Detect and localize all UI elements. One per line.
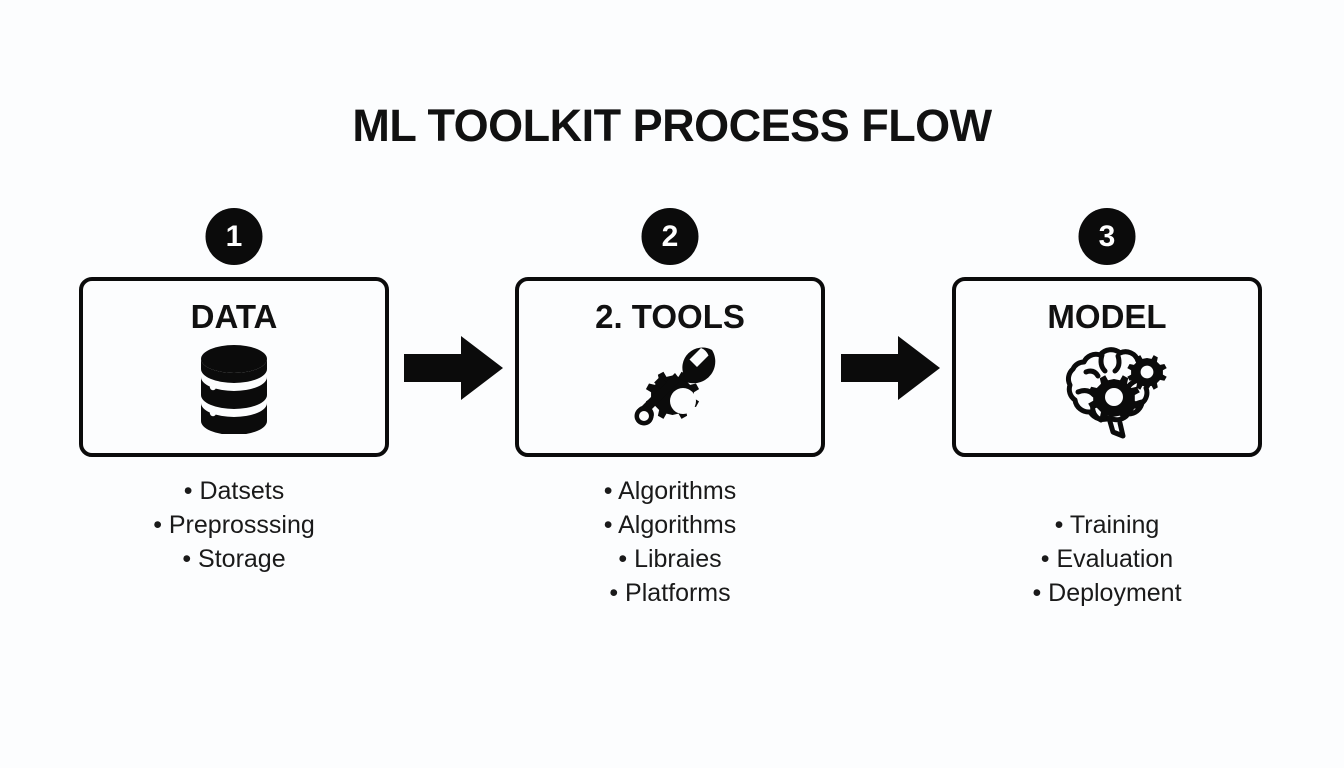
bullet-item: • Deployment xyxy=(1032,579,1182,607)
bullet-list-data: • Datsets • Preprosssing • Storage xyxy=(79,474,389,576)
step-badge-3-number: 3 xyxy=(1098,219,1116,253)
stage-title-model: MODEL xyxy=(1047,298,1167,335)
stage-title-tools: 2. TOOLS xyxy=(595,298,745,335)
stage-title-data: DATA xyxy=(190,298,278,335)
step-badge-1: 1 xyxy=(205,208,263,265)
bullet-list-model: • Training • Evaluation • Deployment xyxy=(952,508,1262,610)
step-badge-2-number: 2 xyxy=(661,219,679,253)
stage-box-tools[interactable]: 2. TOOLS xyxy=(515,277,825,457)
database-icon xyxy=(197,342,271,439)
step-badge-2: 2 xyxy=(641,208,699,265)
page-title: ML TOOLKIT PROCESS FLOW xyxy=(352,100,992,151)
bullet-item: • Preprosssing xyxy=(153,511,315,539)
bullet-item: • Algorithms xyxy=(603,477,737,505)
stage-box-data[interactable]: DATA xyxy=(79,277,389,457)
bullet-item: • Storage xyxy=(182,545,286,573)
bullet-item: • Platforms xyxy=(609,579,731,607)
bullet-item: • Evaluation xyxy=(1040,545,1174,573)
bullet-item: • Datsets xyxy=(183,477,285,505)
bullet-item: • Libraies xyxy=(618,545,722,573)
stage-box-model[interactable]: MODEL xyxy=(952,277,1262,457)
step-badge-1-number: 1 xyxy=(225,219,243,253)
wrench-gear-icon xyxy=(620,342,720,439)
arrow-data-to-tools-icon xyxy=(404,336,503,405)
arrow-tools-to-model-icon xyxy=(841,336,940,405)
step-badge-3: 3 xyxy=(1078,208,1136,265)
bullet-item: • Algorithms xyxy=(603,511,737,539)
brain-gears-icon xyxy=(1046,342,1168,445)
bullet-list-tools: • Algorithms • Algorithms • Libraies • P… xyxy=(515,474,825,610)
bullet-item: • Training xyxy=(1054,511,1160,539)
